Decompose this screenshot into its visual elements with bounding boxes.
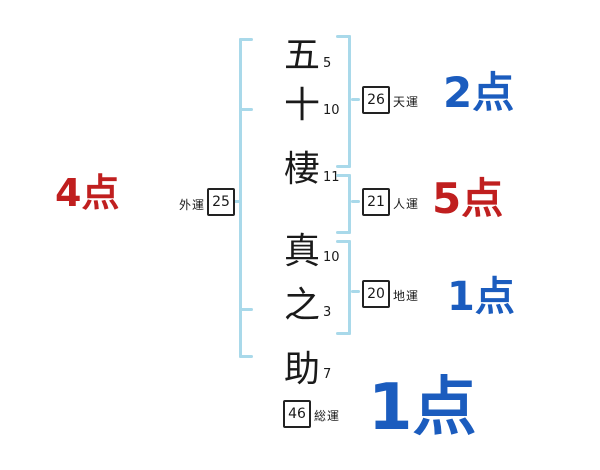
chi-luck-label: 地運 (393, 289, 420, 303)
chi-luck-score: 1点 (447, 274, 515, 320)
bracket-jin-line (348, 174, 351, 234)
bracket-chi-tick-top (336, 240, 351, 243)
stroke-count-1: 5 (323, 56, 332, 71)
bracket-outer-tick-2 (239, 108, 253, 111)
bracket-outer-tick-bottom (239, 355, 253, 358)
bracket-chi-tick-bottom (336, 332, 351, 335)
bracket-jin-tick-bottom (336, 231, 351, 234)
bracket-outer-line (239, 38, 242, 358)
ten-luck-box: 26 (362, 86, 390, 114)
sou-luck-box: 46 (283, 400, 311, 428)
jin-luck-box: 21 (362, 188, 390, 216)
name-character-5: 之 (283, 285, 320, 326)
gai-luck-box: 25 (207, 188, 235, 216)
gai-luck-label: 外運 (179, 198, 206, 212)
stroke-count-2: 10 (323, 103, 340, 118)
stroke-count-5: 3 (323, 305, 332, 320)
bracket-ten-tick-top (336, 35, 351, 38)
name-character-3: 棲 (283, 149, 320, 190)
bracket-jin-tick-top (336, 174, 351, 177)
bracket-jin-stub (351, 200, 360, 203)
jin-luck-score: 5点 (432, 174, 504, 223)
name-character-6: 助 (283, 349, 320, 390)
ten-luck-label: 天運 (393, 95, 420, 109)
stroke-count-3: 11 (323, 170, 340, 185)
name-character-4: 真 (283, 231, 320, 272)
gai-luck-score: 4点 (55, 171, 120, 215)
stroke-count-4: 10 (323, 250, 340, 265)
ten-luck-score: 2点 (443, 68, 515, 117)
sou-luck-score: 1点 (368, 371, 477, 445)
bracket-ten-line (348, 35, 351, 168)
name-character-2: 十 (283, 85, 320, 126)
chi-luck-box: 20 (362, 280, 390, 308)
bracket-ten-stub (351, 98, 360, 101)
jin-luck-label: 人運 (393, 197, 420, 211)
sou-luck-label: 総運 (314, 409, 341, 423)
bracket-chi-line (348, 240, 351, 335)
bracket-chi-stub (351, 290, 360, 293)
bracket-ten-tick-bottom (336, 165, 351, 168)
stroke-count-6: 7 (323, 367, 332, 382)
bracket-outer-tick-top (239, 38, 253, 41)
name-character-1: 五 (283, 35, 320, 76)
bracket-outer-tick-3 (239, 308, 253, 311)
